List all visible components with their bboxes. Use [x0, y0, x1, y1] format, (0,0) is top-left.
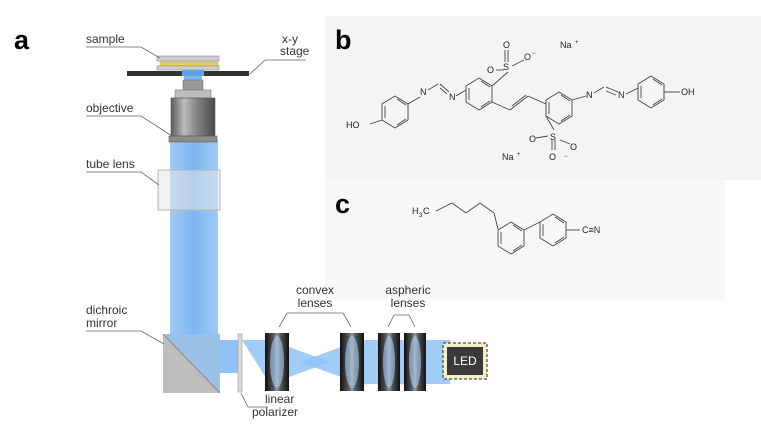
mol-b-plus-bottom: + [517, 152, 521, 158]
aspheric-lens-2-glass [409, 336, 421, 388]
dichroic-label-line2: mirror [86, 316, 117, 330]
led-body [447, 347, 483, 375]
convex-lens-1-glass [270, 336, 284, 388]
mol-c-h: H [412, 206, 419, 216]
mol-b-minus-top: − [532, 51, 536, 57]
mol-b-n4: N [618, 90, 625, 100]
objective-ring [174, 89, 212, 99]
molecule-c-structure [435, 202, 580, 255]
mol-b-ho: HO [346, 120, 360, 130]
linear-polarizer [237, 333, 243, 393]
stage-label-line2: stage [280, 44, 310, 58]
panel-c-background [325, 180, 725, 300]
tube-lens [157, 169, 221, 211]
molecule-b-structure [369, 50, 680, 150]
stage-leader [249, 59, 306, 75]
polarizer-leader [240, 392, 268, 408]
mol-b-minus-bot: − [564, 154, 568, 160]
ring-c2 [539, 213, 567, 247]
mol-b-oh: OH [681, 87, 695, 97]
led-label: LED [453, 354, 477, 368]
dichroic-surface [162, 333, 221, 394]
objective-leader [86, 115, 173, 137]
mol-b-o-top-minus: O [524, 52, 531, 62]
polarizer-label-line2: polarizer [252, 405, 298, 419]
beam-mirror-to-polarizer [218, 340, 238, 373]
mol-c-c: C [423, 206, 430, 216]
mol-b-o-top-left: O [487, 65, 494, 75]
mol-b-plus-top: + [575, 40, 579, 46]
convex-bracket [278, 312, 352, 328]
aspheric-bracket [387, 314, 416, 328]
mol-b-o-bot-minus: O [570, 142, 577, 152]
dichroic-leader [86, 330, 165, 345]
panel-label-c: c [335, 189, 350, 219]
mol-b-na-bottom: Na [502, 152, 514, 162]
panel-label-a: a [14, 25, 30, 55]
mol-b-o-top-up: O [503, 40, 510, 50]
mol-b-na-top: Na [560, 40, 572, 50]
aspheric-label-line2: lenses [391, 296, 426, 310]
objective-base [168, 135, 218, 143]
panel-label-b: b [335, 25, 352, 55]
convex-label-line2: lenses [298, 296, 333, 310]
ring-b4 [637, 75, 665, 109]
mol-c-cn: C≡N [582, 225, 600, 235]
aspheric-label-line1: aspheric [385, 283, 430, 297]
mol-b-o-bot-left: O [529, 134, 536, 144]
mol-b-s-top: S [503, 62, 509, 72]
sample-slide-top [156, 55, 220, 62]
sample-layer [159, 61, 219, 67]
polarizer-label-line1: linear [265, 392, 294, 406]
tube-lens-leader [86, 171, 160, 186]
aspheric-lens-1-glass [383, 336, 395, 388]
mol-b-n2: N [449, 92, 456, 102]
convex-label-line1: convex [296, 283, 334, 297]
mol-b-s-bottom: S [550, 132, 556, 142]
panel-b-background [325, 16, 761, 180]
objective-tip [182, 79, 204, 91]
dichroic-label-line1: dichroic [86, 303, 127, 317]
sample-label: sample [86, 32, 125, 46]
tube-lens-label: tube lens [86, 157, 135, 171]
mol-b-o-bot-down: O [549, 152, 556, 162]
convex-lens-2-glass [345, 336, 359, 388]
mol-b-n1: N [420, 87, 427, 97]
stage-label-line1: x-y [282, 32, 298, 46]
objective-label: objective [86, 101, 134, 115]
mol-b-n3: N [586, 90, 593, 100]
objective-body [170, 97, 216, 137]
sample-slide-bottom [156, 65, 220, 71]
mol-c-h-sub: 3 [419, 213, 423, 219]
stage-aperture-beam [182, 70, 204, 76]
sample-leader [86, 46, 161, 59]
